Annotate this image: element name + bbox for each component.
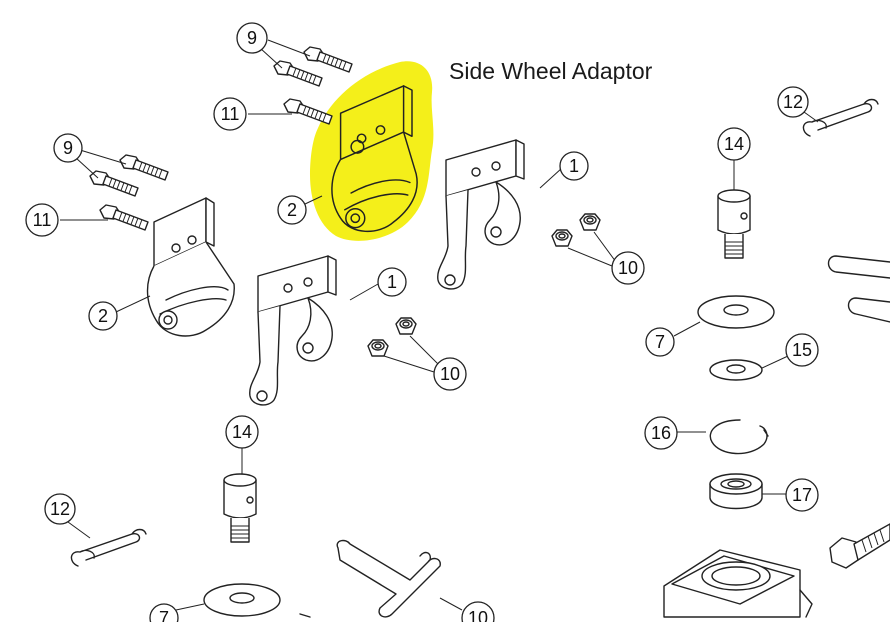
bolt-9-left-b (90, 171, 138, 196)
bolt-9-left-a (120, 155, 168, 180)
bracket-2-left (148, 198, 235, 336)
callout-2-upper: 2 (278, 196, 306, 224)
callout-11-upper: 11 (214, 98, 246, 130)
callout-10-upper: 10 (612, 252, 644, 284)
bolt-11-left (100, 205, 148, 230)
bearing-17 (710, 474, 762, 509)
svg-text:10: 10 (618, 258, 638, 278)
svg-text:2: 2 (287, 200, 297, 220)
callout-9-upper: 9 (237, 23, 267, 53)
svg-text:9: 9 (247, 28, 257, 48)
washer-7-lower (204, 584, 280, 616)
svg-text:12: 12 (783, 92, 803, 112)
svg-text:2: 2 (98, 306, 108, 326)
nut-10-middle-b (368, 340, 388, 356)
svg-text:16: 16 (651, 423, 671, 443)
svg-text:14: 14 (724, 134, 744, 154)
callout-7-upper: 7 (646, 328, 674, 356)
pin-14-upper (718, 190, 750, 258)
svg-text:1: 1 (387, 272, 397, 292)
housing-lower-right (664, 550, 812, 617)
callout-15: 15 (786, 334, 818, 366)
wheel-bar-lower (337, 541, 440, 617)
callout-14-lower: 14 (226, 416, 258, 448)
diagram-title: Side Wheel Adaptor (449, 58, 652, 85)
pin-14-lower (224, 474, 256, 542)
svg-text:12: 12 (50, 499, 70, 519)
callout-1-upper: 1 (560, 152, 588, 180)
svg-text:11: 11 (221, 104, 240, 124)
callout-10-middle: 10 (434, 358, 466, 390)
bolt-9-upper-a (304, 47, 352, 72)
callout-12-upper: 12 (778, 87, 808, 117)
callout-9-left: 9 (54, 134, 82, 162)
bolt-right-cut (830, 524, 890, 568)
svg-text:14: 14 (232, 422, 252, 442)
svg-text:7: 7 (655, 332, 665, 352)
svg-text:15: 15 (792, 340, 812, 360)
bracket-1-upper (438, 140, 524, 289)
callout-17: 17 (786, 479, 818, 511)
callout-2-left: 2 (89, 302, 117, 330)
bolt-11-upper (284, 99, 332, 124)
callout-1-middle: 1 (378, 268, 406, 296)
svg-text:10: 10 (468, 608, 488, 622)
callout-7-lower: 7 (150, 604, 178, 622)
snap-ring-16 (710, 420, 768, 454)
hairpin-12-upper (803, 100, 878, 137)
washer-7-upper (698, 296, 774, 328)
callout-10-lower: 10 (462, 602, 494, 622)
svg-text:7: 7 (159, 608, 169, 622)
svg-text:17: 17 (792, 485, 812, 505)
svg-text:11: 11 (33, 210, 52, 230)
bracket-1-middle (250, 256, 336, 405)
bolt-9-upper-b (274, 61, 322, 86)
svg-text:1: 1 (569, 156, 579, 176)
callout-16: 16 (645, 417, 677, 449)
svg-text:10: 10 (440, 364, 460, 384)
callout-12-lower: 12 (45, 494, 75, 524)
adaptor-highlight (310, 61, 433, 241)
hairpin-12-lower (71, 530, 146, 567)
nut-10-upper-a (580, 214, 600, 230)
callout-14-upper: 14 (718, 128, 750, 160)
svg-text:9: 9 (63, 138, 73, 158)
nut-10-upper-b (552, 230, 572, 246)
callout-11-left: 11 (26, 204, 58, 236)
wheel-bar-right (829, 256, 890, 322)
nut-10-middle-a (396, 318, 416, 334)
washer-15 (710, 360, 762, 380)
